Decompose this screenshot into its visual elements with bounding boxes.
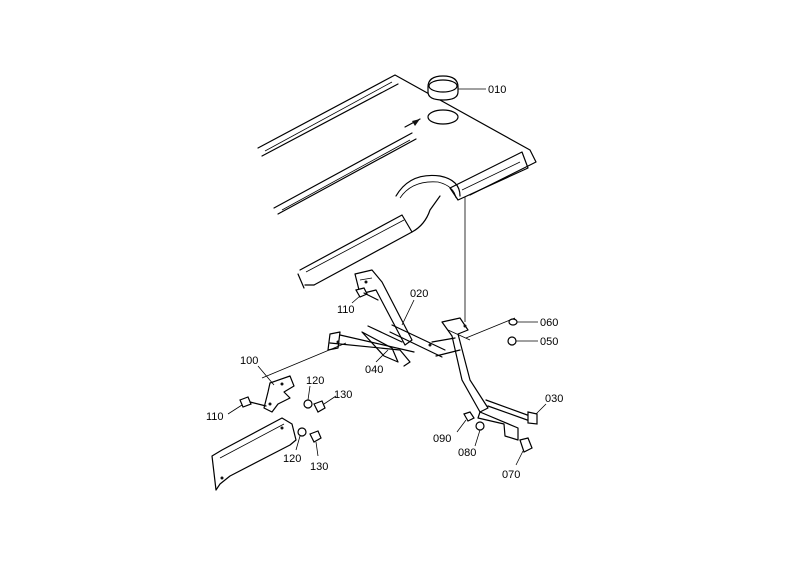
- nut-090: 090: [433, 411, 475, 445]
- washer-060: 060: [508, 317, 558, 329]
- label-120-upper: 120: [306, 375, 324, 387]
- label-130-lower: 130: [310, 461, 328, 473]
- label-090: 090: [433, 433, 451, 445]
- label-080: 080: [458, 447, 476, 459]
- nut-130-lower: 130: [309, 430, 328, 473]
- label-050: 050: [540, 336, 558, 348]
- bracket-100: 100: [240, 355, 295, 413]
- knob-010: 010: [427, 75, 506, 101]
- nut-130-upper: 130: [313, 389, 352, 413]
- label-040: 040: [365, 364, 383, 376]
- cap-070: 070: [502, 437, 533, 481]
- label-120-lower: 120: [283, 453, 301, 465]
- bolt-030: 030: [485, 393, 563, 425]
- washer-120-upper: 120: [303, 375, 324, 409]
- frame-020: 020: [261, 269, 516, 413]
- label-110-upper: 110: [337, 304, 355, 316]
- lower-bracket-right: [477, 411, 519, 441]
- bolt-110-upper: 110: [337, 287, 379, 316]
- label-030: 030: [545, 393, 563, 405]
- label-020: 020: [410, 288, 428, 300]
- seat-panel: [257, 74, 537, 289]
- label-100: 100: [240, 355, 258, 367]
- washer-080: 080: [458, 421, 485, 459]
- side-plate: [211, 417, 297, 491]
- label-010: 010: [488, 84, 506, 96]
- label-060: 060: [540, 317, 558, 329]
- label-070: 070: [502, 469, 520, 481]
- bolt-050: 050: [507, 336, 558, 348]
- label-110-lower: 110: [206, 411, 224, 423]
- bracket-040: 040: [361, 325, 403, 376]
- label-130-upper: 130: [334, 389, 352, 401]
- washer-120-lower: 120: [283, 427, 307, 465]
- bolt-110-lower: 110: [206, 396, 267, 423]
